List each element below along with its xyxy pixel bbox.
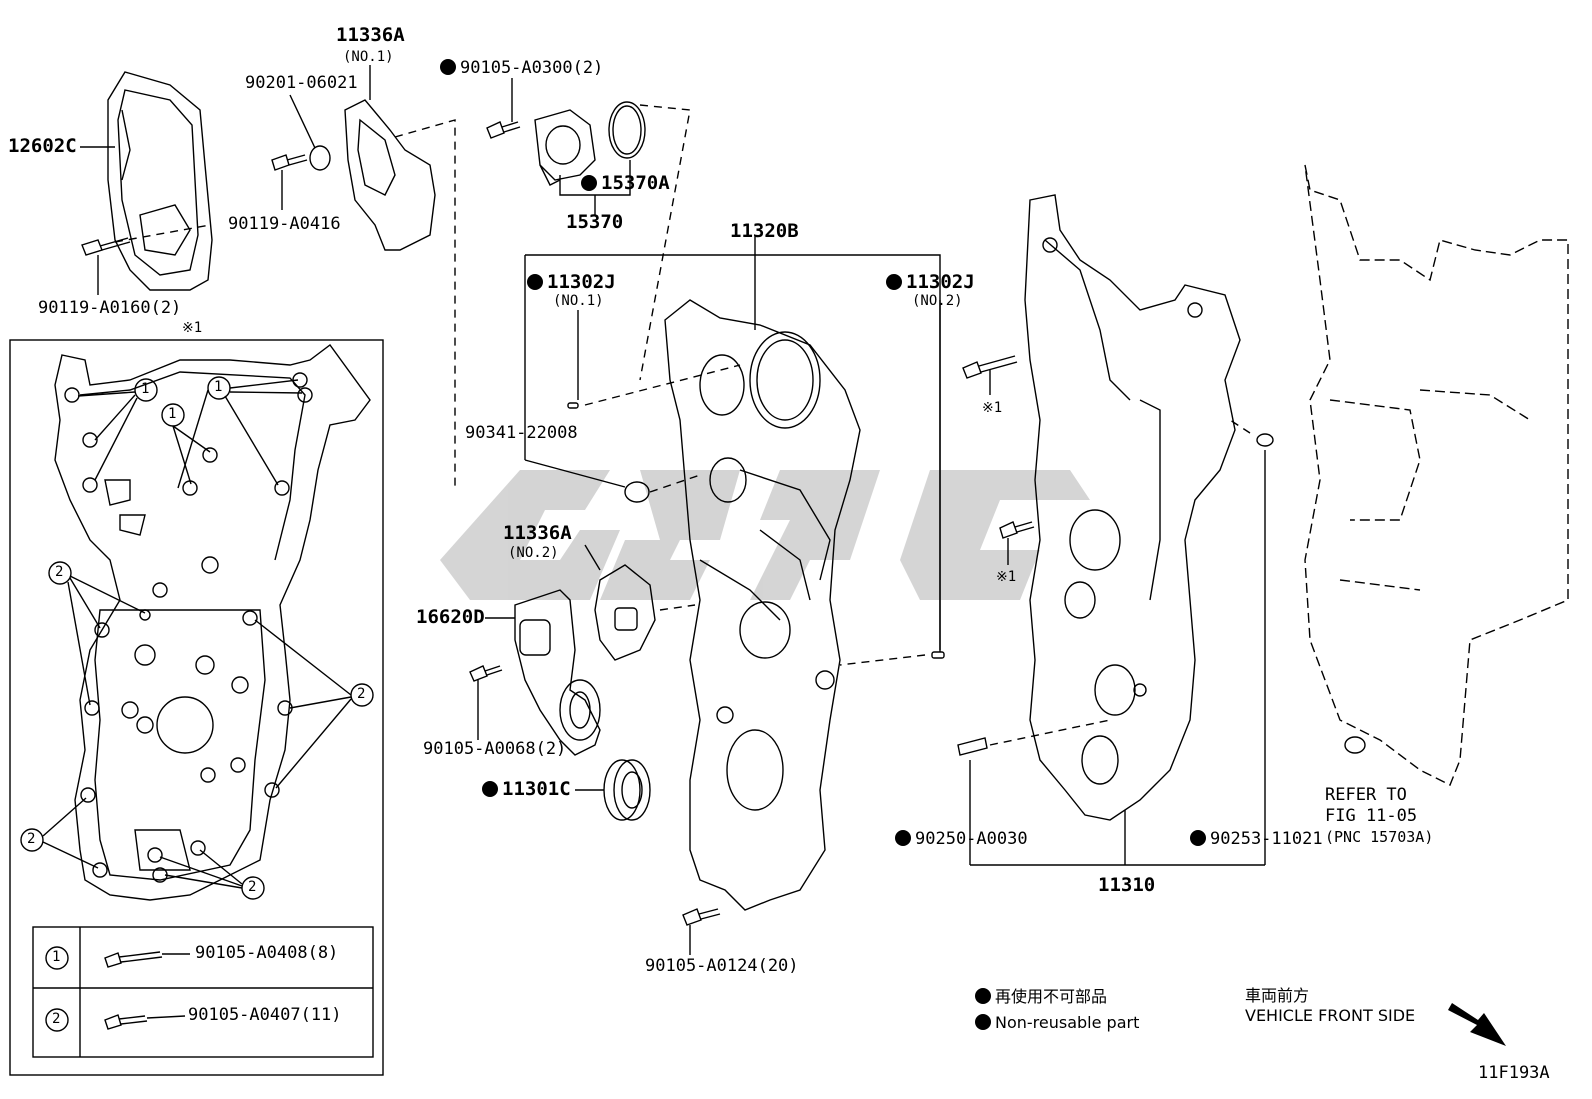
label-11336A-no2-sub: (NO.2): [508, 545, 559, 561]
label-90105-A0124: 90105-A0124(20): [645, 956, 799, 976]
front-jp: 車両前方: [1245, 986, 1310, 1005]
label-11320B: 11320B: [730, 220, 799, 242]
label-90119-A0160: 90119-A0160(2): [38, 298, 182, 318]
label-16620D: 16620D: [416, 606, 485, 628]
gasket-outline: [54, 344, 371, 901]
callout-2-b: 2: [357, 686, 366, 702]
non-reusable-dot-icon: [440, 59, 456, 75]
figure-id: 11F193A: [1478, 1063, 1550, 1083]
legend-en: Non-reusable part: [975, 1014, 1139, 1031]
chain-cover-11320B: [664, 299, 861, 911]
tensioner-16620D: [485, 589, 601, 756]
note-mark-1: ※1: [182, 320, 203, 336]
dowel-pin-90250: [957, 737, 988, 756]
bolt-mark-a: ※1: [982, 400, 1003, 416]
bolt-90119-A0416: [271, 154, 308, 210]
callout-2-c: 2: [27, 831, 36, 847]
non-reusable-dot-icon: [886, 274, 902, 290]
non-reusable-dot-icon: [527, 274, 543, 290]
o-ring-15370A: [608, 101, 646, 159]
label-90253-11021: 90253-11021: [1190, 830, 1323, 848]
front-arrow-icon: [1448, 1003, 1506, 1046]
label-11336A-no1: 11336A: [336, 24, 405, 46]
bolt-left-mark-b: [999, 521, 1035, 565]
label-90105-A0300: 90105-A0300(2): [440, 59, 603, 77]
label-15370A: 15370A: [581, 174, 670, 193]
table-row-2-part: 90105-A0407(11): [188, 1005, 342, 1025]
bolt-90119-A0160: [81, 237, 131, 295]
refer-line-1: REFER TO: [1325, 785, 1407, 805]
bracket-11336A-no1: [344, 65, 436, 251]
label-11336A-no2: 11336A: [503, 522, 572, 544]
callout-1-a: 1: [141, 381, 150, 397]
bracket-11336A-no2: [584, 544, 656, 661]
non-reusable-dot-icon: [975, 1014, 991, 1030]
non-reusable-dot-icon: [581, 175, 597, 191]
callout-2-a: 2: [55, 564, 64, 580]
label-15370: 15370: [566, 211, 624, 233]
front-en: VEHICLE FRONT SIDE: [1245, 1006, 1416, 1025]
refer-line-2: FIG 11-05: [1325, 806, 1418, 826]
label-11302J-no1-sub: (NO.1): [553, 293, 604, 309]
bolt-left-mark-a: [962, 355, 1018, 395]
refer-note: REFER TO FIG 11-05 (PNC 15703A): [1325, 785, 1433, 848]
cover-plate-15370: [534, 109, 596, 186]
non-reusable-dot-icon: [482, 781, 498, 797]
timing-cover-12602C: [80, 71, 213, 291]
non-reusable-dot-icon: [895, 830, 911, 846]
timing-chain-case-11310: [1024, 194, 1241, 821]
label-90250-A0030: 90250-A0030: [895, 830, 1028, 848]
bolt-table: [32, 926, 374, 1058]
watermark-logo: [440, 470, 1090, 600]
engine-block-outline: [1304, 164, 1569, 786]
part-15703A: [1344, 736, 1366, 754]
label-90341-22008: 90341-22008: [465, 423, 578, 443]
label-11302J-no1: 11302J: [527, 273, 616, 292]
oil-seal-11301C: [575, 759, 651, 821]
refer-line-3: (PNC 15703A): [1325, 828, 1434, 846]
table-row-1-num: 1: [52, 949, 61, 965]
label-90105-A0068: 90105-A0068(2): [423, 739, 567, 759]
bolt-90105-A0068: [469, 665, 503, 740]
label-11310: 11310: [1098, 874, 1156, 896]
non-reusable-dot-icon: [1190, 830, 1206, 846]
label-11302J-no2: 11302J: [886, 273, 975, 292]
bolt-90105-A0300: [486, 78, 521, 139]
callout-1-b: 1: [214, 379, 223, 395]
non-reusable-dot-icon: [975, 988, 991, 1004]
label-90119-A0416: 90119-A0416: [228, 214, 341, 234]
legend-jp: 再使用不可部品: [975, 988, 1107, 1005]
callout-2-d: 2: [248, 879, 257, 895]
plug-90341: [624, 481, 650, 503]
label-12602C: 12602C: [8, 135, 77, 157]
label-90201-06021: 90201-06021: [245, 73, 358, 93]
label-11336A-no1-sub: (NO.1): [343, 49, 394, 65]
bolt-mark-b: ※1: [996, 569, 1017, 585]
callout-1-c: 1: [168, 406, 177, 422]
inset-frame: [9, 339, 384, 1076]
table-row-1-part: 90105-A0408(8): [195, 943, 339, 963]
inset-callouts: [20, 376, 374, 900]
washer-90201: [309, 145, 331, 171]
bolt-90105-A0124: [682, 908, 721, 955]
label-11301C: 11301C: [482, 780, 571, 799]
table-row-2-num: 2: [52, 1011, 61, 1027]
label-11302J-no2-sub: (NO.2): [912, 293, 963, 309]
